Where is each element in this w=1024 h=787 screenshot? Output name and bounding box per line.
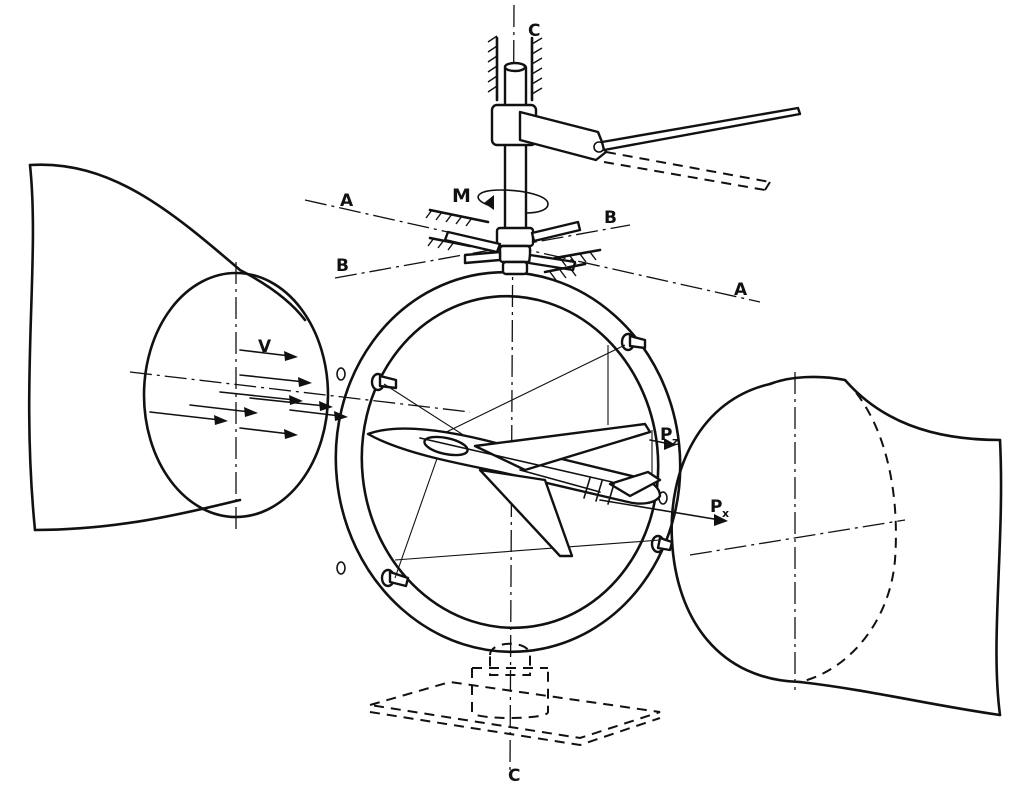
pin-upper-left	[370, 372, 398, 392]
pin-upper-right	[620, 332, 647, 352]
label-velocity: V	[258, 337, 272, 357]
aircraft-model	[366, 422, 662, 558]
base-pivot	[369, 642, 661, 747]
axis-a-and-b	[304, 199, 761, 303]
labels: C C A A B B M V P z P x	[258, 21, 748, 786]
label-b-left: B	[336, 256, 349, 276]
right-diffuser	[670, 372, 1003, 717]
force-pz-arrow	[649, 438, 676, 450]
label-a-left: A	[340, 191, 354, 211]
force-px-arrow	[599, 499, 728, 526]
label-force-pz: P	[660, 425, 672, 445]
label-force-px-sub: x	[722, 507, 729, 520]
cross-supports	[425, 208, 602, 281]
label-force-pz-sub: z	[672, 435, 678, 448]
label-b-right: B	[604, 208, 617, 228]
moment-arrow	[477, 189, 549, 214]
label-a-right: A	[734, 280, 748, 300]
axis-c	[509, 4, 515, 771]
label-c-top: C	[528, 21, 540, 41]
left-nozzle	[27, 163, 471, 532]
label-c-bottom: C	[508, 766, 520, 786]
pin-lower-right	[650, 534, 674, 554]
flow-arrows	[149, 349, 348, 439]
label-force-px: P	[710, 497, 722, 517]
balance-ring	[334, 270, 682, 654]
spindle-assembly	[487, 35, 802, 276]
label-moment: M	[452, 185, 471, 207]
pin-lower-left	[380, 568, 410, 588]
